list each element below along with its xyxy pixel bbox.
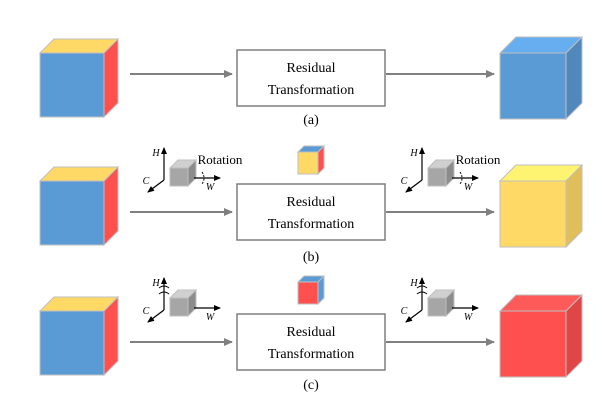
small-result-cube bbox=[296, 274, 326, 306]
output-cube bbox=[498, 163, 584, 249]
row-caption: (a) bbox=[303, 113, 319, 128]
w-axis-label: W bbox=[206, 312, 216, 323]
gray-feature-cube bbox=[426, 288, 456, 318]
w-axis-label: W bbox=[464, 312, 474, 323]
left-axes-row-c: H C W bbox=[143, 277, 221, 323]
input-cube-side bbox=[103, 165, 119, 247]
output-cube bbox=[498, 293, 584, 379]
row-caption: (b) bbox=[303, 250, 320, 265]
residual-label-line1: Residual bbox=[287, 61, 336, 76]
right-axes-row-b: H C W Rotation bbox=[401, 147, 501, 193]
input-cube bbox=[38, 295, 120, 377]
w-axis-label: W bbox=[206, 182, 216, 193]
c-axis-label: C bbox=[401, 306, 408, 317]
rotation-mark bbox=[201, 171, 205, 185]
input-cube-front bbox=[39, 180, 105, 246]
output-cube-front bbox=[499, 310, 567, 378]
row-caption: (c) bbox=[303, 378, 319, 393]
c-axis-label: C bbox=[401, 176, 408, 187]
gray-feature-cube-front bbox=[427, 297, 447, 317]
left-axes-row-b: H C W Rotation bbox=[143, 147, 243, 193]
residual-label-line2: Transformation bbox=[268, 83, 355, 98]
small-result-cube-front bbox=[297, 151, 319, 175]
h-axis-label: H bbox=[409, 278, 418, 289]
small-result-cube bbox=[296, 144, 326, 176]
output-cube bbox=[498, 35, 584, 121]
c-axis-arrow bbox=[147, 179, 165, 193]
input-cube bbox=[38, 37, 120, 119]
rotation-label: Rotation bbox=[456, 152, 501, 167]
residual-box bbox=[236, 49, 386, 107]
gray-feature-cube bbox=[426, 158, 456, 188]
gray-feature-cube bbox=[168, 288, 198, 318]
input-cube-side bbox=[103, 295, 119, 377]
input-cube-front bbox=[39, 310, 105, 376]
h-axis-label: H bbox=[151, 278, 160, 289]
output-cube-front bbox=[499, 180, 567, 248]
residual-label-line2: Transformation bbox=[268, 217, 355, 232]
gray-feature-cube bbox=[168, 158, 198, 188]
rotation-label: Rotation bbox=[198, 152, 243, 167]
right-axes-row-c: H C W bbox=[401, 277, 479, 323]
h-axis-label: H bbox=[409, 148, 418, 159]
gray-feature-cube-front bbox=[427, 167, 447, 187]
rotation-mark bbox=[158, 285, 170, 295]
rotation-mark bbox=[459, 171, 463, 185]
residual-box bbox=[236, 183, 386, 241]
h-axis-label: H bbox=[151, 148, 160, 159]
c-axis-arrow bbox=[405, 179, 423, 193]
c-axis-arrow bbox=[147, 309, 165, 323]
c-axis-label: C bbox=[143, 176, 150, 187]
input-cube-side bbox=[103, 37, 119, 119]
output-cube-front bbox=[499, 52, 567, 120]
residual-label-line1: Residual bbox=[287, 195, 336, 210]
input-cube bbox=[38, 165, 120, 247]
w-axis-label: W bbox=[464, 182, 474, 193]
residual-label-line2: Transformation bbox=[268, 347, 355, 362]
c-axis-arrow bbox=[405, 309, 423, 323]
residual-label-line1: Residual bbox=[287, 325, 336, 340]
c-axis-label: C bbox=[143, 306, 150, 317]
small-result-cube-front bbox=[297, 281, 319, 305]
gray-feature-cube-front bbox=[169, 297, 189, 317]
gray-feature-cube-front bbox=[169, 167, 189, 187]
input-cube-front bbox=[39, 52, 105, 118]
rotation-mark bbox=[416, 285, 428, 295]
residual-box bbox=[236, 313, 386, 371]
